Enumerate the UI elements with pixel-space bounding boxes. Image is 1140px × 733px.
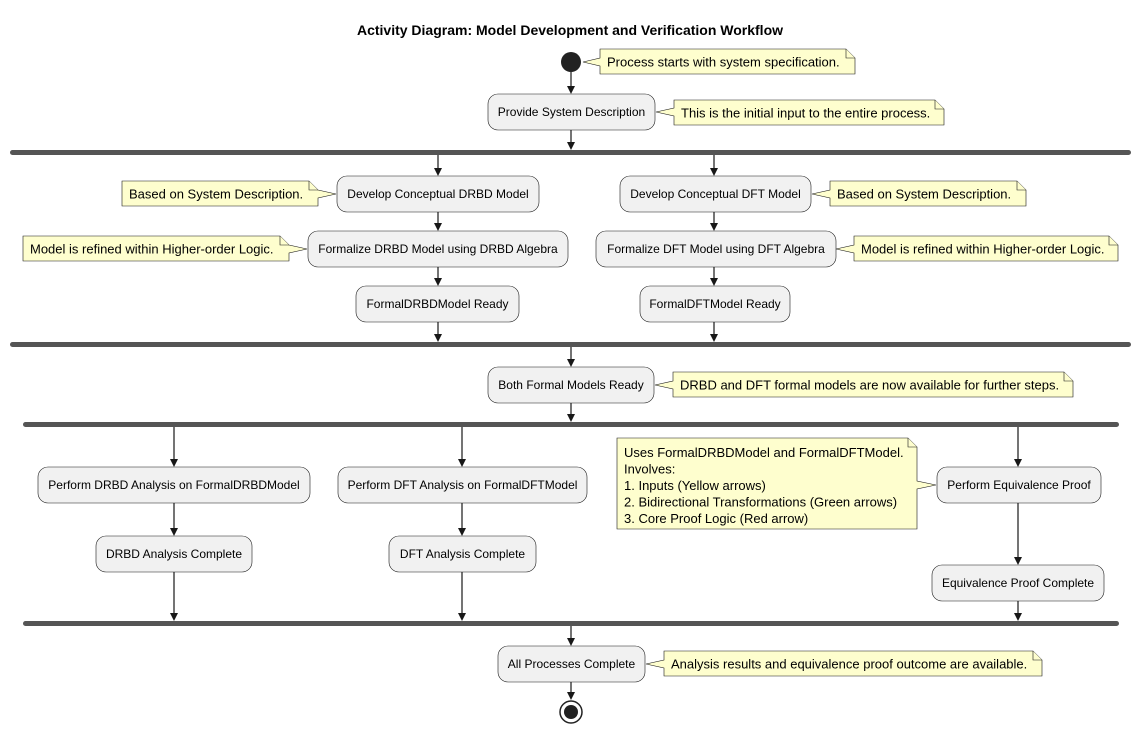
note-line: Based on System Description.	[837, 187, 1011, 202]
activity-label: Equivalence Proof Complete	[942, 576, 1094, 590]
activity-dft-analysis: Perform DFT Analysis on FormalDFTModel	[337, 466, 588, 504]
note-line: This is the initial input to the entire …	[681, 106, 930, 121]
activity-label: DRBD Analysis Complete	[106, 547, 242, 561]
activity-develop-drbd: Develop Conceptual DRBD Model	[336, 175, 540, 213]
activity-dft-analysis-complete: DFT Analysis Complete	[388, 535, 537, 573]
activity-label: Formalize DRBD Model using DRBD Algebra	[318, 242, 558, 256]
note-line: DRBD and DFT formal models are now avail…	[680, 378, 1059, 393]
activity-provide-system-description: Provide System Description	[487, 93, 656, 131]
diagram-title: Activity Diagram: Model Development and …	[357, 22, 783, 38]
note-both-ready: DRBD and DFT formal models are now avail…	[654, 371, 1074, 398]
activity-label: Perform Equivalence Proof	[947, 478, 1091, 492]
note-line: Analysis results and equivalence proof o…	[671, 657, 1027, 672]
note-line: 2. Bidirectional Transformations (Green …	[624, 495, 897, 510]
activity-label: FormalDRBDModel Ready	[366, 297, 508, 311]
fork-bar-1	[10, 150, 1131, 155]
activity-formalize-dft: Formalize DFT Model using DFT Algebra	[595, 230, 837, 268]
note-line: Model is refined within Higher-order Log…	[861, 242, 1105, 257]
activity-label: FormalDFTModel Ready	[649, 297, 780, 311]
note-line: Model is refined within Higher-order Log…	[30, 242, 274, 257]
note-initial-input: This is the initial input to the entire …	[655, 99, 945, 126]
activity-label: Both Formal Models Ready	[498, 378, 643, 392]
activity-drbd-analysis-complete: DRBD Analysis Complete	[95, 535, 253, 573]
activity-develop-dft: Develop Conceptual DFT Model	[619, 175, 812, 213]
start-node	[561, 52, 581, 72]
note-line: 1. Inputs (Yellow arrows)	[624, 478, 766, 493]
activity-label: All Processes Complete	[508, 657, 636, 671]
edges	[170, 72, 1022, 700]
activity-equivalence-proof: Perform Equivalence Proof	[936, 466, 1102, 504]
note-start: Process starts with system specification…	[582, 48, 856, 75]
note-equivalence: Uses FormalDRBDModel and FormalDFTModel.…	[616, 437, 937, 530]
note-line: Based on System Description.	[129, 187, 303, 202]
join-bar-1	[10, 342, 1131, 347]
activity-both-ready: Both Formal Models Ready	[487, 366, 655, 404]
activity-label: Provide System Description	[498, 105, 645, 119]
activity-label: Perform DRBD Analysis on FormalDRBDModel	[48, 478, 299, 492]
activity-formalize-drbd: Formalize DRBD Model using DRBD Algebra	[307, 230, 569, 268]
note-end: Analysis results and equivalence proof o…	[645, 650, 1043, 677]
activity-label: Perform DFT Analysis on FormalDFTModel	[348, 478, 578, 492]
note-dft-refined: Model is refined within Higher-order Log…	[835, 235, 1119, 262]
activity-label: Develop Conceptual DRBD Model	[347, 187, 528, 201]
join-bar-2	[23, 621, 1119, 626]
note-drbd-refined: Model is refined within Higher-order Log…	[22, 235, 308, 262]
end-node	[559, 700, 583, 724]
activity-label: Formalize DFT Model using DFT Algebra	[607, 242, 825, 256]
fork-bar-2	[23, 422, 1119, 427]
activity-dft-ready: FormalDFTModel Ready	[639, 285, 791, 323]
note-dft-based: Based on System Description.	[811, 180, 1027, 207]
notes: Process starts with system specification…	[22, 48, 1119, 677]
activity-label: Develop Conceptual DFT Model	[630, 187, 801, 201]
activity-equivalence-complete: Equivalence Proof Complete	[931, 564, 1105, 602]
activity-drbd-analysis: Perform DRBD Analysis on FormalDRBDModel	[37, 466, 311, 504]
note-line: Process starts with system specification…	[607, 55, 840, 70]
note-line: Uses FormalDRBDModel and FormalDFTModel.	[624, 445, 904, 460]
activity-all-complete: All Processes Complete	[497, 645, 646, 683]
note-drbd-based: Based on System Description.	[121, 180, 337, 207]
note-line: Involves:	[624, 462, 675, 477]
activity-label: DFT Analysis Complete	[400, 547, 525, 561]
activity-drbd-ready: FormalDRBDModel Ready	[355, 285, 520, 323]
note-line: 3. Core Proof Logic (Red arrow)	[624, 511, 808, 526]
